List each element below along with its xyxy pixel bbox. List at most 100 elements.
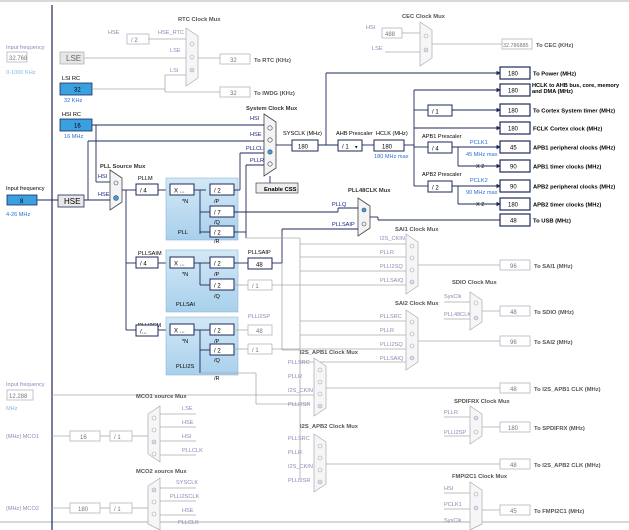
plli2s-p-divider[interactable] (209, 323, 235, 336)
output-value-box[interactable] (499, 179, 531, 193)
spdifrx-output-field[interactable] (499, 421, 531, 433)
sai2-clock-mux[interactable] (405, 309, 419, 371)
ahb-prescaler-label: AHB Prescaler (336, 131, 373, 137)
cec-clock-mux-title: CEC Clock Mux (402, 14, 446, 20)
system-clock-mux-title: System Clock Mux (246, 106, 298, 112)
output-apb1-timer: 90 APB1 timer clocks (MHz) (499, 159, 601, 173)
rtc-mux-lse-input: LSE (170, 48, 181, 54)
lse-range: 0-1000 KHz (6, 70, 36, 76)
output-value-box[interactable] (499, 66, 531, 80)
mco1-output-label: (MHz) MCO1 (6, 434, 39, 440)
pllsai-p-divider[interactable] (209, 256, 235, 269)
output-value: 45 (510, 146, 517, 152)
pll-q-divider[interactable] (209, 205, 235, 218)
sdio-clock-mux[interactable] (469, 291, 483, 331)
sai1-clock-mux[interactable] (405, 233, 419, 295)
mco2-output-value: 180 (78, 507, 89, 513)
output-value-box[interactable] (499, 103, 531, 117)
cec-clock-mux[interactable] (419, 21, 433, 67)
sysclk-label: SYSCLK (MHz) (283, 131, 322, 137)
spdifrx-clock-mux[interactable] (469, 405, 483, 445)
output-value-box[interactable] (499, 121, 531, 135)
sdio-output-field[interactable] (499, 305, 531, 317)
hclk-value-field[interactable] (373, 139, 405, 152)
i2s-apb1-in3: I2S_CKIN (288, 388, 313, 394)
i2s-input-frequency-label: Input frequency (6, 382, 45, 388)
pll-p-divider[interactable] (209, 183, 235, 196)
mco2-output-label: (MHz) MCO2 (6, 506, 39, 512)
fmpi2c1-output-field[interactable] (499, 504, 531, 516)
pllm-divider-select[interactable] (135, 183, 159, 196)
pll48clk-mux[interactable] (357, 197, 371, 237)
rtc-clock-mux[interactable] (185, 27, 199, 87)
pllsai-n-multiplier[interactable] (169, 256, 195, 269)
apb1-max: 45 MHz max (466, 152, 498, 158)
pll-q-divider-value: / 7 (214, 211, 221, 217)
i2s-ckin-frequency-field[interactable] (6, 389, 34, 401)
plli2s-n-multiplier[interactable] (169, 323, 195, 336)
i2s-apb2-output-label: To I2S_APB2 CLK (MHz) (534, 463, 601, 469)
enable-css-button[interactable] (255, 182, 299, 194)
pll-source-mux[interactable] (109, 169, 123, 211)
pll-r-label: /R (214, 239, 220, 245)
sai1-output-field[interactable] (499, 259, 531, 271)
hse-oscillator[interactable] (57, 194, 85, 208)
output-label: APB1 peripheral clocks (MHz) (533, 146, 615, 152)
i2s-apb2-clock-mux[interactable] (313, 433, 327, 493)
pllsaim-divider-select[interactable] (135, 256, 159, 269)
system-clock-mux[interactable] (263, 113, 277, 177)
sai2-in1: PLLSRC (380, 314, 402, 320)
i2s-apb1-output-field[interactable] (499, 382, 531, 394)
pllsaiq-divider-value: / 1 (252, 284, 259, 290)
pll-source-mux-title: PLL Source Mux (100, 164, 146, 170)
enable-css-label: Enable CSS (264, 187, 297, 193)
plli2sp-value: 48 (256, 329, 263, 335)
sdio-output-label: To SDIO (MHz) (534, 310, 574, 316)
output-value-box[interactable] (499, 83, 531, 97)
plli2s-p-divider-value: / 2 (214, 329, 221, 335)
output-label: APB2 peripheral clocks (MHz) (533, 185, 615, 191)
sai2-output-value: 96 (510, 340, 517, 346)
pll-r-divider[interactable] (209, 225, 235, 238)
plli2sm-divider-select[interactable] (135, 324, 159, 337)
mco2-in4: PLLCLK (178, 520, 199, 526)
output-value: 180 (508, 89, 519, 95)
lse-frequency-field[interactable] (6, 51, 28, 63)
mco1-source-mux[interactable] (147, 405, 161, 463)
pll-r-divider-value: / 2 (214, 231, 221, 237)
sysclk-value: 180 (298, 145, 309, 151)
i2s-apb2-output-field[interactable] (499, 458, 531, 470)
apb2-prescaler-select[interactable] (427, 180, 453, 193)
pllsai-q-divider[interactable] (209, 278, 235, 291)
mco1-in2: HSE (182, 420, 194, 426)
pll-source-hsi-input: HSI (98, 174, 108, 180)
pll-n-multiplier[interactable] (169, 183, 195, 196)
pll-n-label: *N (182, 199, 188, 205)
i2s-apb1-clock-mux[interactable] (313, 357, 327, 417)
apb1-prescaler-select[interactable] (427, 141, 453, 154)
output-value-box[interactable] (499, 197, 531, 211)
iwdg-output-value: 32 (230, 91, 237, 97)
ahb-prescaler-select[interactable] (337, 139, 363, 152)
cortex-timer-divider[interactable] (427, 104, 453, 117)
svg-text:▾: ▾ (355, 145, 358, 151)
mco2-source-mux-title: MCO2 source Mux (136, 469, 187, 475)
output-value-box[interactable] (499, 140, 531, 154)
pllsai-block-name: PLLSAI (176, 302, 195, 308)
output-value-box[interactable] (499, 159, 531, 173)
plli2sp-value-field[interactable] (247, 324, 273, 336)
hsi-rc-unit: 16 MHz (64, 134, 83, 140)
sysclk-value-field[interactable] (291, 139, 319, 152)
plli2s-q-divider[interactable] (209, 343, 235, 356)
i2s-apb2-in3: I2S_CKIN (288, 464, 313, 470)
sdio-clock-mux-title: SDIO Clock Mux (452, 280, 498, 286)
pllsaip-value-field[interactable] (247, 257, 273, 270)
sai2-output-field[interactable] (499, 335, 531, 347)
output-value: 180 (508, 109, 519, 115)
pclk2-label: PCLK2 (470, 178, 488, 184)
sysclk-mux-hse-input: HSE (250, 132, 262, 138)
rtc-output-field[interactable] (219, 53, 251, 65)
rtc-output-label: To RTC (KHz) (254, 58, 291, 64)
cec-output-field[interactable] (501, 38, 533, 50)
iwdg-output-field[interactable] (219, 86, 251, 98)
